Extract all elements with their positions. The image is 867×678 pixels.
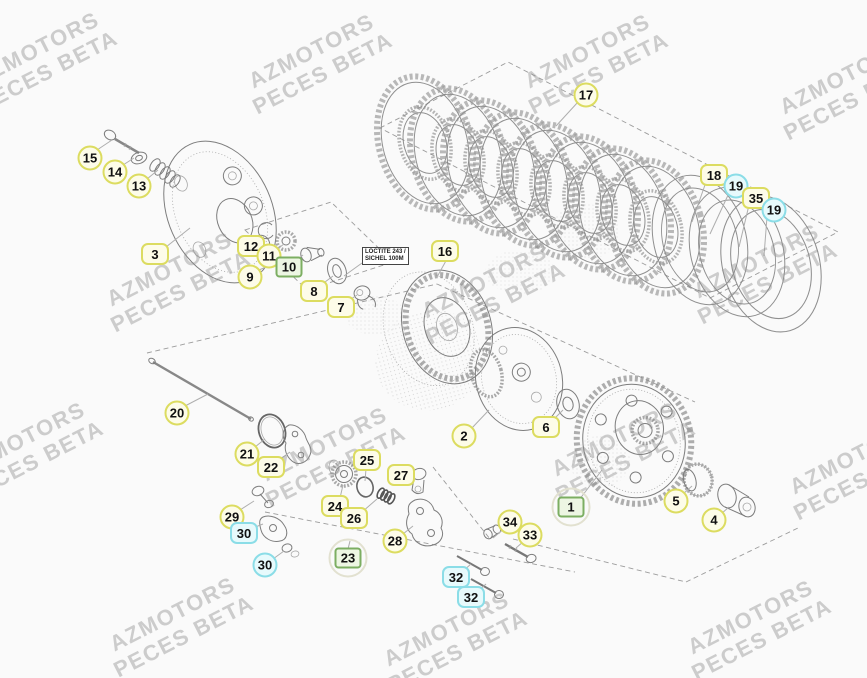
clips [251, 485, 300, 558]
callout-32b[interactable]: 32 [457, 586, 485, 608]
callout-5[interactable]: 5 [663, 488, 689, 514]
push-rod [148, 357, 254, 422]
o-ring-large [257, 413, 287, 449]
callout-32a[interactable]: 32 [442, 566, 470, 588]
pressure-plate [163, 140, 277, 284]
callout-16[interactable]: 16 [431, 240, 459, 262]
callout-21[interactable]: 21 [234, 441, 260, 467]
callout-8[interactable]: 8 [300, 280, 328, 302]
callout-19a[interactable]: 19 [723, 173, 749, 199]
actuator-gear [328, 459, 358, 488]
callout-27[interactable]: 27 [387, 464, 415, 486]
gasket [282, 424, 312, 464]
callout-18[interactable]: 18 [700, 164, 728, 186]
thrust-washer [556, 388, 580, 420]
callout-30a[interactable]: 30 [230, 522, 258, 544]
splined-bush [682, 462, 714, 498]
callout-20[interactable]: 20 [164, 400, 190, 426]
small-parts-row [257, 222, 376, 310]
bolt-washer-spring [103, 129, 181, 188]
callout-25[interactable]: 25 [353, 449, 381, 471]
callout-13[interactable]: 13 [126, 173, 152, 199]
callout-6[interactable]: 6 [532, 416, 560, 438]
end-cap [717, 483, 756, 518]
callout-2[interactable]: 2 [451, 423, 477, 449]
fasteners [456, 524, 537, 599]
callout-33[interactable]: 33 [517, 522, 543, 548]
callout-23[interactable]: 23 [328, 538, 368, 578]
callout-17[interactable]: 17 [573, 82, 599, 108]
callout-1[interactable]: 1 [551, 487, 591, 527]
callout-4[interactable]: 4 [701, 507, 727, 533]
callout-28[interactable]: 28 [382, 528, 408, 554]
callout-19b[interactable]: 19 [761, 197, 787, 223]
actuator-bracket [406, 498, 444, 547]
callout-9[interactable]: 9 [237, 264, 263, 290]
callout-15[interactable]: 15 [77, 145, 103, 171]
loctite-note-label: LOCTITE 243 / SICHEL 100M [362, 247, 409, 265]
callout-3[interactable]: 3 [141, 243, 169, 265]
callout-34[interactable]: 34 [497, 509, 523, 535]
o-ring-small [356, 476, 374, 498]
callout-10[interactable]: 10 [275, 256, 303, 278]
callout-26[interactable]: 26 [340, 507, 368, 529]
callout-30b[interactable]: 30 [252, 552, 278, 578]
clutch-hub-drum [382, 269, 494, 386]
stipple-shading [345, 204, 630, 488]
callout-14[interactable]: 14 [102, 159, 128, 185]
spring-coils [149, 158, 181, 188]
small-spring [376, 487, 396, 505]
callout-7[interactable]: 7 [327, 296, 355, 318]
callout-22[interactable]: 22 [257, 456, 285, 478]
